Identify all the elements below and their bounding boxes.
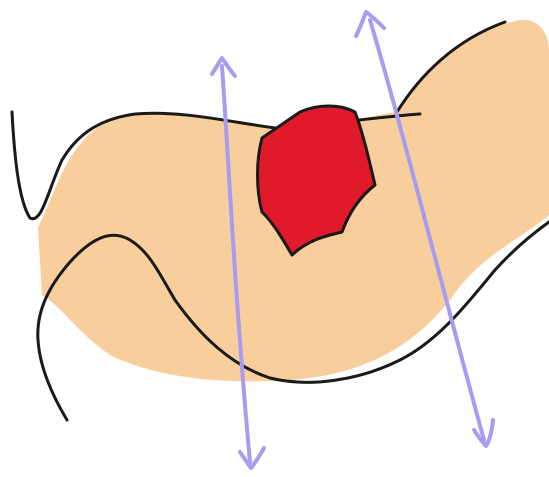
arrow-left-bottom-head	[240, 448, 264, 468]
